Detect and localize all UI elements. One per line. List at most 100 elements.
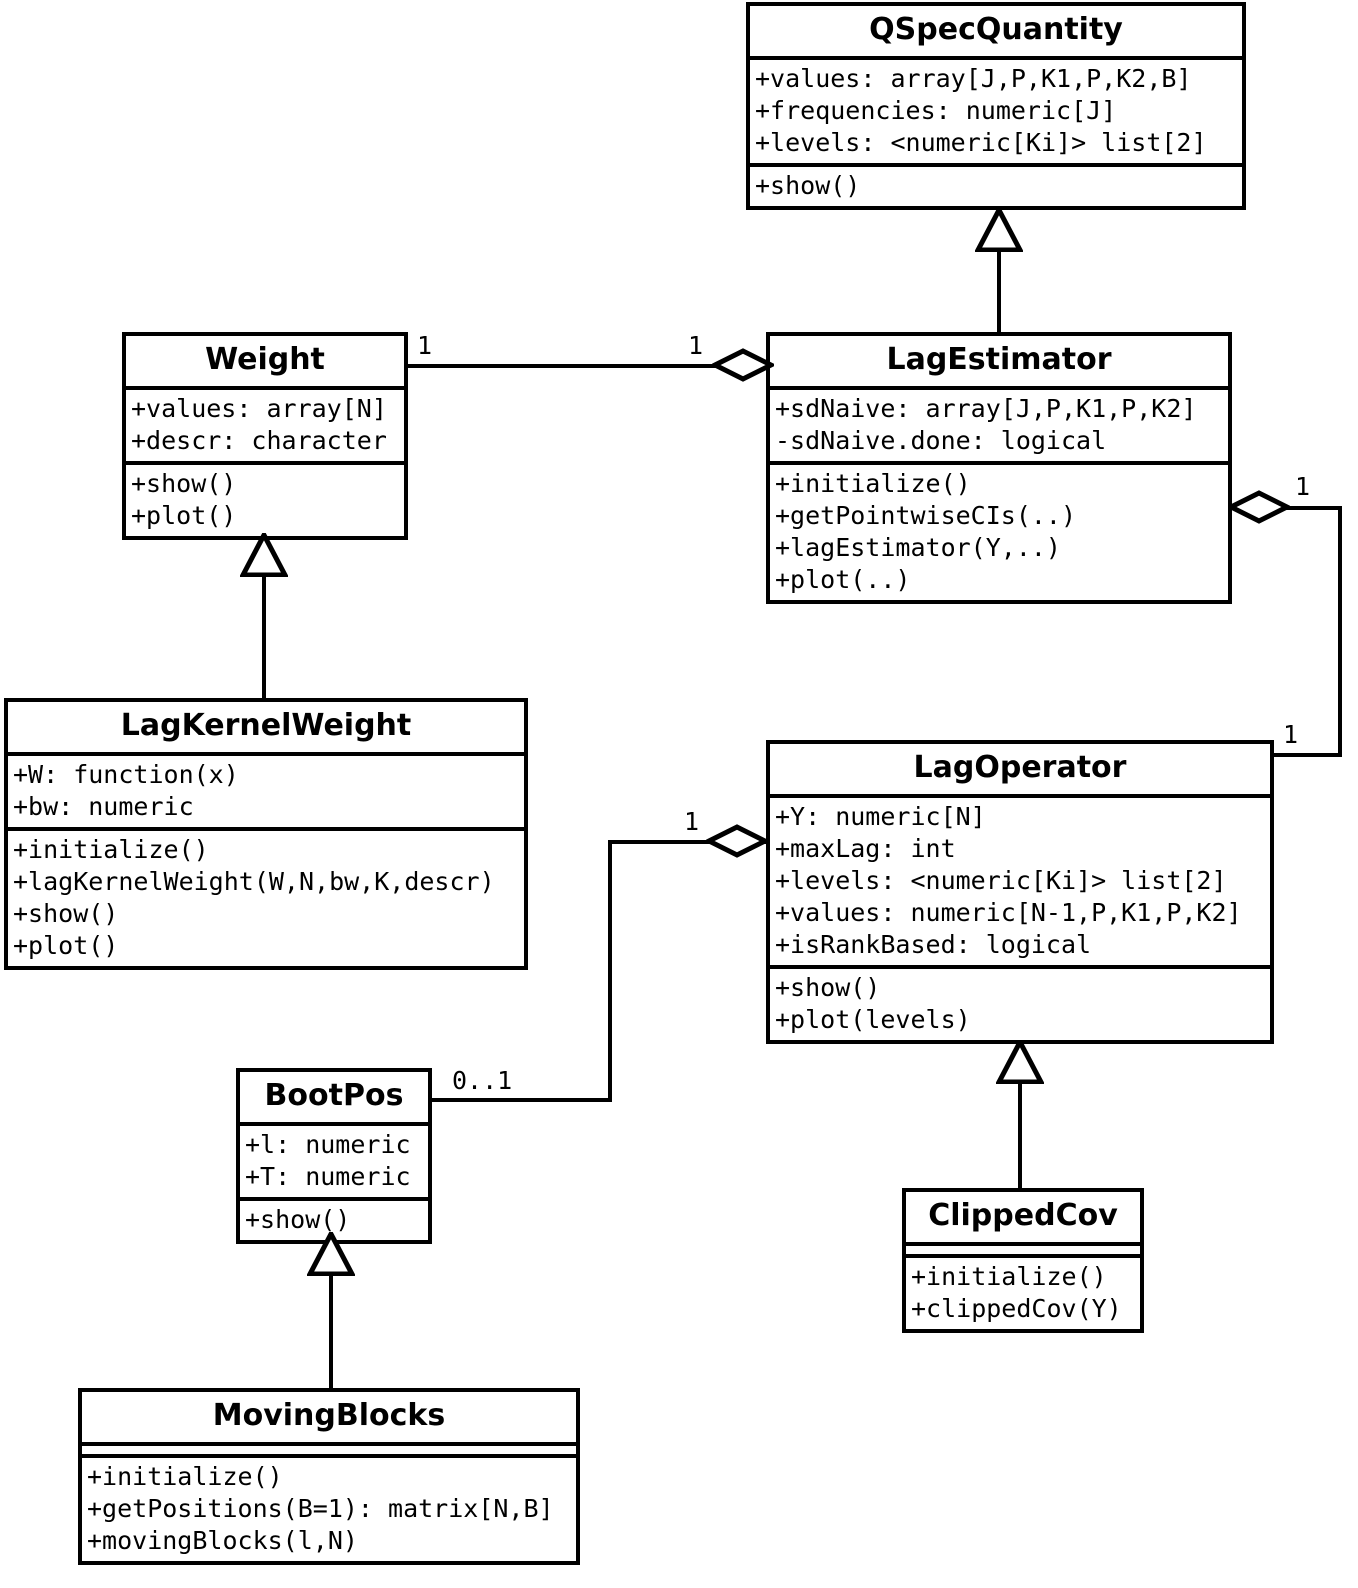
multiplicity-lagestimator-right-end: 1 [1295, 472, 1311, 501]
method-row: +movingBlocks(l,N) [87, 1526, 358, 1555]
association-line-lagoperator-left [608, 840, 768, 844]
methods-compartment-clippedcov: +initialize() +clippedCov(Y) [906, 1258, 1140, 1329]
class-box-lagoperator[interactable]: LagOperator +Y: numeric[N] +maxLag: int … [766, 740, 1274, 1044]
class-box-clippedcov[interactable]: ClippedCov +initialize() +clippedCov(Y) [902, 1188, 1144, 1333]
attributes-compartment-lagestimator: +sdNaive: array[J,P,K1,P,K2] -sdNaive.do… [770, 390, 1228, 461]
association-line-vertical-right [1338, 506, 1342, 757]
attribute-row: +descr: character [131, 426, 387, 455]
attribute-row: +levels: <numeric[Ki]> list[2] [775, 866, 1227, 895]
method-row: +initialize() [911, 1262, 1107, 1291]
methods-compartment-bootpos: +show() [240, 1201, 428, 1240]
methods-compartment-qspecquantity: +show() [750, 167, 1242, 206]
compartment-separator [8, 827, 524, 831]
compartment-separator [82, 1442, 576, 1446]
attribute-row: +bw: numeric [13, 792, 194, 821]
generalization-arrow-lagoperator [996, 1040, 1044, 1084]
attributes-compartment-qspecquantity: +values: array[J,P,K1,P,K2,B] +frequenci… [750, 60, 1242, 163]
compartment-separator [240, 1197, 428, 1201]
attribute-row: +maxLag: int [775, 834, 956, 863]
class-box-qspecquantity[interactable]: QSpecQuantity +values: array[J,P,K1,P,K2… [746, 2, 1246, 210]
compartment-separator [750, 163, 1242, 167]
attribute-row: +levels: <numeric[Ki]> list[2] [755, 128, 1207, 157]
compartment-separator [82, 1454, 576, 1458]
association-line-bootpos [430, 1098, 612, 1102]
method-row: +plot() [131, 501, 237, 530]
association-line-lagestimator-right [1284, 506, 1342, 510]
generalization-line-lagestimator-qspecquantity [997, 248, 1001, 338]
association-line-weight-lagestimator [408, 364, 760, 368]
method-row: +initialize() [13, 835, 209, 864]
compartment-separator [770, 386, 1228, 390]
method-row: +show() [13, 899, 119, 928]
method-row: +lagEstimator(Y,..) [775, 533, 1061, 562]
multiplicity-lagestimator-end: 1 [688, 331, 704, 360]
attribute-row: +l: numeric [245, 1130, 411, 1159]
multiplicity-bootpos-end: 0..1 [452, 1066, 513, 1095]
class-box-bootpos[interactable]: BootPos +l: numeric +T: numeric +show() [236, 1068, 432, 1244]
attributes-compartment-lagoperator: +Y: numeric[N] +maxLag: int +levels: <nu… [770, 798, 1270, 965]
method-row: +plot() [13, 931, 119, 960]
compartment-separator [8, 752, 524, 756]
class-name-weight: Weight [205, 342, 325, 377]
method-row: +show() [245, 1205, 351, 1234]
attribute-row: +Y: numeric[N] [775, 802, 986, 831]
attribute-row: +values: array[N] [131, 394, 387, 423]
class-name-clippedcov: ClippedCov [928, 1198, 1118, 1233]
methods-compartment-weight: +show() +plot() [126, 465, 404, 536]
method-row: +show() [131, 469, 237, 498]
attribute-row: +isRankBased: logical [775, 930, 1092, 959]
generalization-arrow-qspecquantity [975, 208, 1023, 252]
generalization-line-movingblocks-bootpos [329, 1272, 333, 1392]
compartment-separator [126, 461, 404, 465]
method-row: +initialize() [87, 1462, 283, 1491]
generalization-line-clippedcov-lagoperator [1018, 1080, 1022, 1190]
method-row: +lagKernelWeight(W,N,bw,K,descr) [13, 867, 495, 896]
generalization-arrow-bootpos [307, 1232, 355, 1276]
association-line-vertical-bootpos [608, 840, 612, 1102]
attribute-row: -sdNaive.done: logical [775, 426, 1107, 455]
class-name-lagoperator: LagOperator [913, 750, 1127, 785]
attributes-compartment-clippedcov [906, 1246, 1140, 1254]
method-row: +plot(levels) [775, 1005, 971, 1034]
method-row: +show() [755, 171, 861, 200]
compartment-separator [750, 56, 1242, 60]
compartment-separator [770, 794, 1270, 798]
attribute-row: +T: numeric [245, 1162, 411, 1191]
multiplicity-lagoperator-left-end: 1 [684, 807, 700, 836]
compartment-separator [770, 461, 1228, 465]
class-name-qspecquantity: QSpecQuantity [869, 12, 1123, 47]
class-box-lagkernelweight[interactable]: LagKernelWeight +W: function(x) +bw: num… [4, 698, 528, 970]
generalization-arrow-weight [240, 533, 288, 577]
attributes-compartment-lagkernelweight: +W: function(x) +bw: numeric [8, 756, 524, 827]
methods-compartment-lagkernelweight: +initialize() +lagKernelWeight(W,N,bw,K,… [8, 831, 524, 966]
class-box-lagestimator[interactable]: LagEstimator +sdNaive: array[J,P,K1,P,K2… [766, 332, 1232, 604]
compartment-separator [240, 1122, 428, 1126]
class-box-movingblocks[interactable]: MovingBlocks +initialize() +getPositions… [78, 1388, 580, 1565]
aggregation-diamond-lagestimator [712, 348, 774, 382]
attribute-row: +W: function(x) [13, 760, 239, 789]
methods-compartment-lagestimator: +initialize() +getPointwiseCIs(..) +lagE… [770, 465, 1228, 600]
aggregation-diamond-lagoperator-left [706, 824, 768, 858]
class-box-weight[interactable]: Weight +values: array[N] +descr: charact… [122, 332, 408, 540]
method-row: +show() [775, 973, 881, 1002]
attribute-row: +values: array[J,P,K1,P,K2,B] [755, 64, 1192, 93]
compartment-separator [126, 386, 404, 390]
methods-compartment-lagoperator: +show() +plot(levels) [770, 969, 1270, 1040]
class-name-lagkernelweight: LagKernelWeight [120, 708, 412, 743]
attribute-row: +sdNaive: array[J,P,K1,P,K2] [775, 394, 1197, 423]
method-row: +getPositions(B=1): matrix[N,B] [87, 1494, 554, 1523]
attributes-compartment-movingblocks [82, 1446, 576, 1454]
method-row: +getPointwiseCIs(..) [775, 501, 1077, 530]
association-line-lagoperator-right [1270, 753, 1342, 757]
compartment-separator [770, 965, 1270, 969]
multiplicity-lagoperator-right-end: 1 [1283, 720, 1299, 749]
aggregation-diamond-lagestimator-right [1228, 490, 1290, 524]
class-name-bootpos: BootPos [264, 1078, 404, 1113]
method-row: +initialize() [775, 469, 971, 498]
generalization-line-lagkernelweight-weight [262, 573, 266, 698]
compartment-separator [906, 1242, 1140, 1246]
attributes-compartment-weight: +values: array[N] +descr: character [126, 390, 404, 461]
methods-compartment-movingblocks: +initialize() +getPositions(B=1): matrix… [82, 1458, 576, 1561]
method-row: +plot(..) [775, 565, 911, 594]
attribute-row: +frequencies: numeric[J] [755, 96, 1117, 125]
